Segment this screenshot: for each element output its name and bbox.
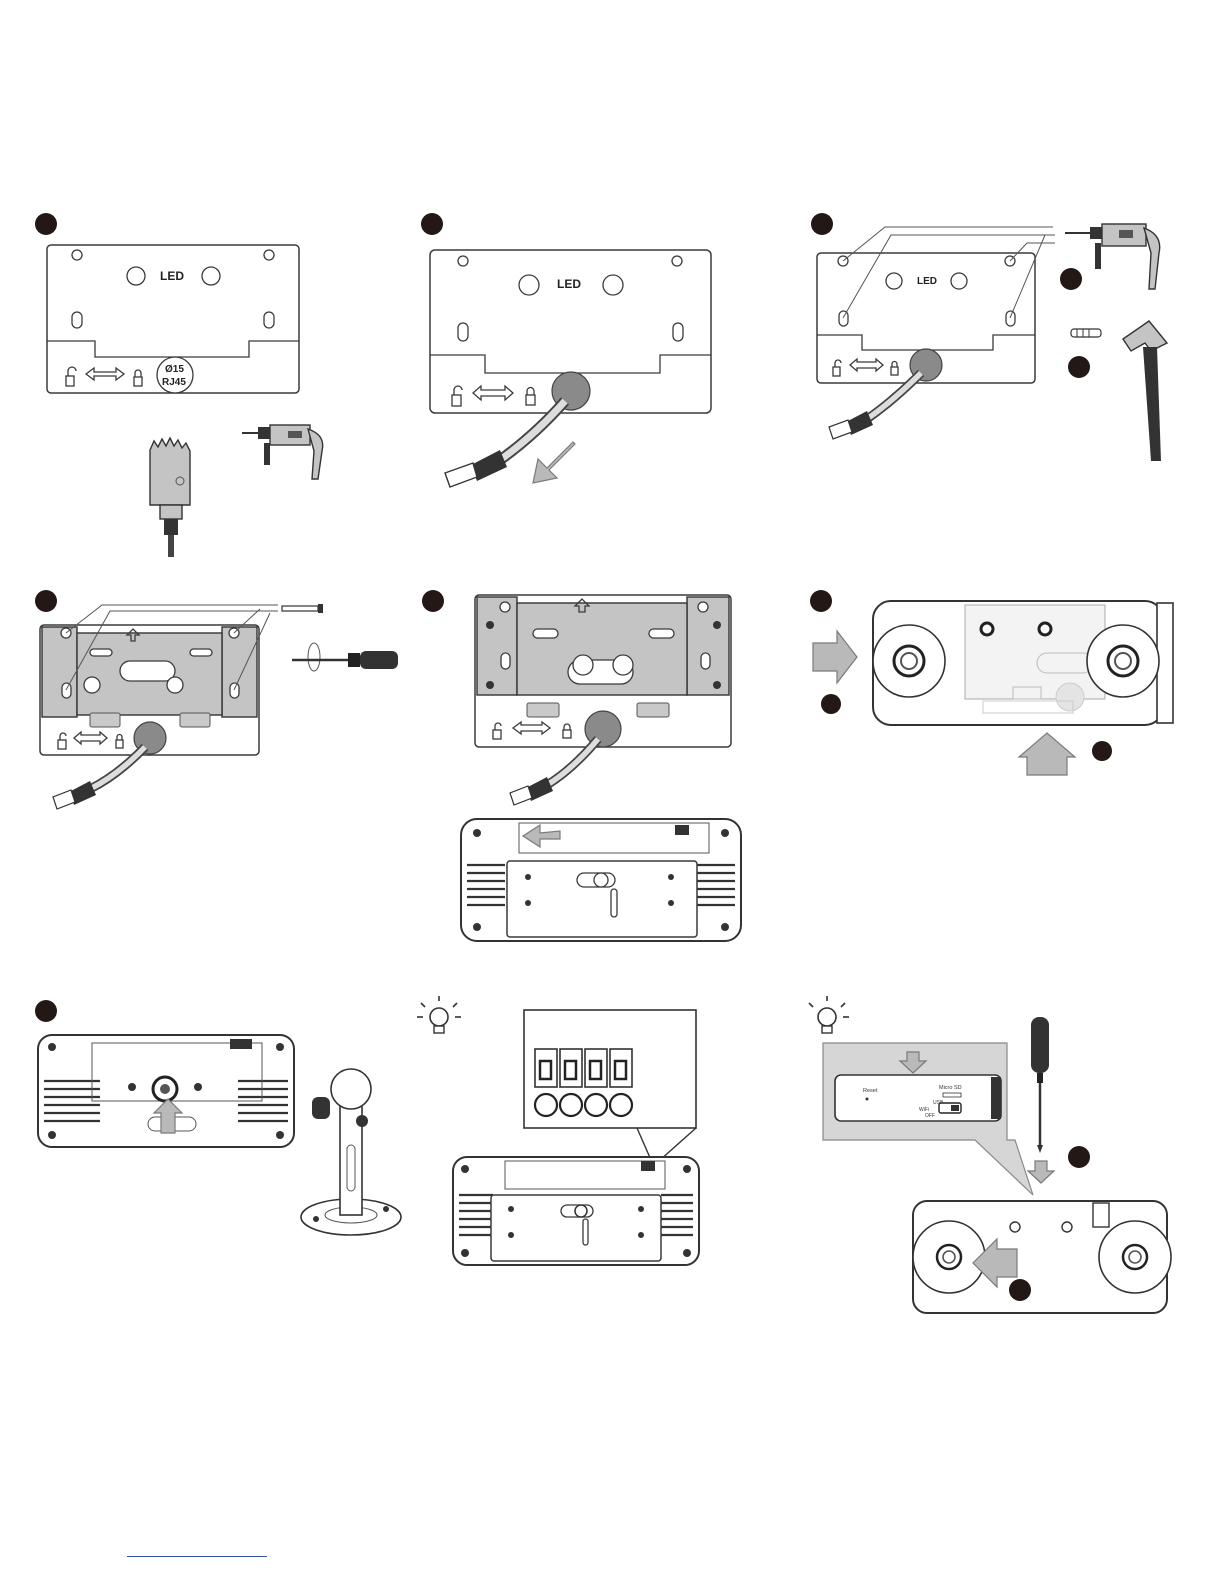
step-marker — [35, 590, 57, 612]
screwdriver-icon — [292, 643, 398, 671]
lightbulb-icon — [417, 996, 461, 1033]
up-arrow-icon — [1019, 733, 1075, 775]
step-marker — [810, 590, 832, 612]
drill-icon — [242, 425, 323, 479]
step-marker — [421, 213, 443, 235]
sub-step-marker — [1092, 741, 1112, 761]
step-3-drill-anchors: LED — [805, 205, 1185, 475]
lens-right — [1087, 625, 1159, 697]
hammer-icon — [1123, 321, 1167, 461]
sub-step-marker — [1060, 268, 1082, 290]
hole-size-label: Ø15 — [165, 364, 184, 375]
sub-step-marker — [1009, 1279, 1031, 1301]
lens-left — [873, 625, 945, 697]
step-2-cable-routing: LED — [415, 205, 725, 495]
screw-icon — [282, 604, 323, 613]
wall-anchor-icon — [1071, 329, 1101, 337]
tip-side-panel: Reset Micro SD USB WiFi OFF — [805, 995, 1185, 1325]
sd-card-label: Micro SD — [939, 1085, 962, 1091]
right-arrow-icon — [813, 631, 857, 683]
tip-terminal-block — [415, 995, 750, 1275]
step-1-template: LED Ø15 RJ45 — [30, 205, 330, 565]
led-label: LED — [160, 269, 184, 283]
screwdriver-icon — [1031, 1017, 1049, 1153]
lightbulb-icon — [809, 996, 849, 1033]
sub-step-marker — [1068, 356, 1090, 378]
step-marker — [422, 590, 444, 612]
step-marker — [35, 213, 57, 235]
down-arrow-icon — [1028, 1161, 1054, 1183]
callout-box: Reset Micro SD USB WiFi OFF — [823, 1043, 1033, 1195]
step-6-slide-camera — [805, 585, 1185, 785]
step-7-stand-mount — [30, 995, 410, 1245]
step-4-screw-plate — [30, 585, 410, 825]
camera-housing — [453, 1157, 699, 1265]
sub-step-marker — [1068, 1146, 1090, 1168]
step-marker — [35, 1000, 57, 1022]
step-5-attach-camera — [415, 585, 750, 945]
led-label: LED — [557, 277, 581, 291]
camera-housing — [38, 1035, 294, 1147]
stand-icon — [301, 1069, 401, 1235]
led-label: LED — [917, 276, 937, 287]
camera-housing — [461, 819, 741, 941]
terminal-zoom — [524, 1010, 696, 1160]
connector-label: RJ45 — [162, 377, 186, 388]
down-left-arrow-icon — [533, 442, 575, 483]
hole-saw-icon — [150, 438, 190, 557]
camera-housing — [913, 1201, 1171, 1313]
rj45-plug-icon — [445, 450, 507, 487]
off-label: OFF — [925, 1113, 935, 1119]
step-marker — [811, 213, 833, 235]
sub-step-marker — [821, 694, 841, 714]
footer-link-underline[interactable] — [127, 1556, 267, 1557]
reset-label: Reset — [863, 1088, 878, 1094]
